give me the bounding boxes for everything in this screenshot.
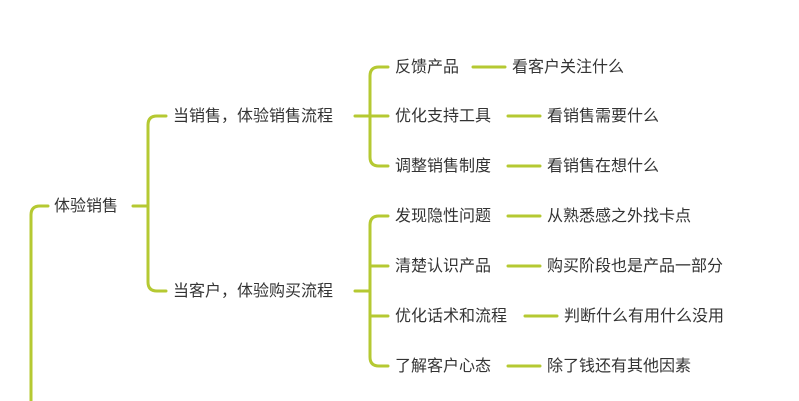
- subbranch-node[interactable]: 清楚认识产品: [395, 256, 492, 275]
- root-bracket-line: [146, 114, 168, 293]
- subbranch-node[interactable]: 反馈产品: [395, 57, 460, 76]
- subbranch-node[interactable]: 调整销售制度: [395, 156, 492, 175]
- sales-bracket-line: [368, 65, 390, 168]
- subbranch-node[interactable]: 优化话术和流程: [395, 306, 508, 325]
- subbranch-node[interactable]: 了解客户心态: [395, 356, 492, 375]
- leaf-node[interactable]: 看销售在想什么: [547, 156, 660, 175]
- leaf-node[interactable]: 看销售需要什么: [547, 106, 660, 125]
- leaf-node[interactable]: 判断什么有用什么没用: [564, 306, 725, 325]
- leaf-node[interactable]: 看客户关注什么: [512, 57, 625, 76]
- customer-bracket-line: [368, 214, 390, 368]
- leaf-node[interactable]: 除了钱还有其他因素: [547, 356, 692, 375]
- leaf-node[interactable]: 购买阶段也是产品一部分: [547, 256, 724, 275]
- branch-node-sales[interactable]: 当销售，体验销售流程: [173, 106, 334, 125]
- subbranch-node[interactable]: 优化支持工具: [395, 106, 492, 125]
- leaf-node[interactable]: 从熟悉感之外找卡点: [547, 206, 692, 225]
- branch-node-customer[interactable]: 当客户，体验购买流程: [173, 281, 334, 300]
- root-stem-line: [29, 204, 50, 401]
- subbranch-node[interactable]: 发现隐性问题: [395, 206, 492, 225]
- root-node[interactable]: 体验销售: [54, 196, 119, 215]
